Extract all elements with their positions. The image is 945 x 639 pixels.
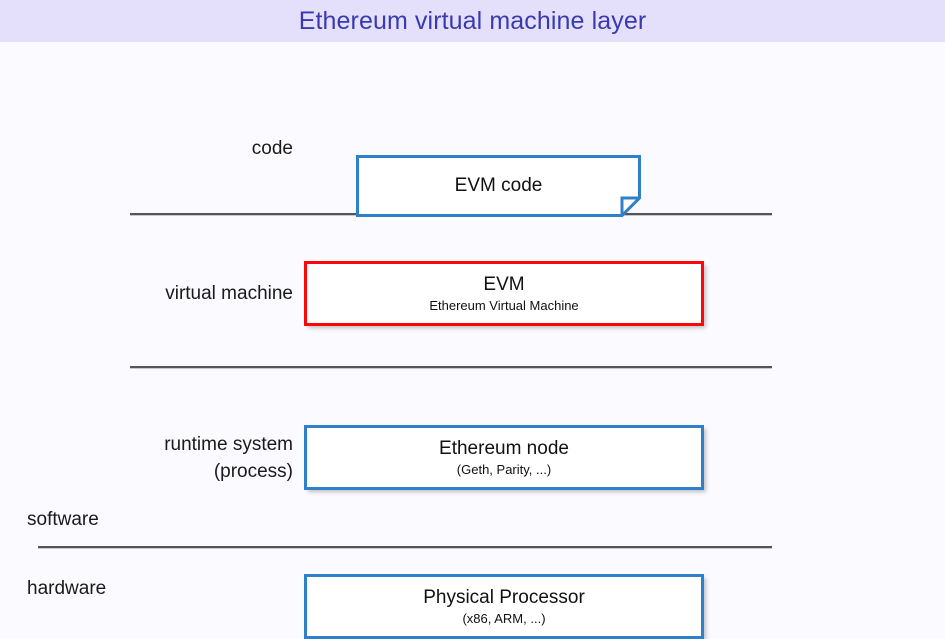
- box-ethereum-node[interactable]: Ethereum node (Geth, Parity, ...): [304, 425, 704, 490]
- note-folded-corner-icon: [356, 155, 641, 217]
- box-ethereum-node-title: Ethereum node: [439, 437, 569, 459]
- row-label-virtual-machine: virtual machine: [165, 283, 293, 304]
- box-evm-title: EVM: [483, 273, 525, 295]
- divider-vm-runtime: [130, 366, 772, 368]
- row-label-hardware: hardware: [27, 578, 107, 599]
- slide-header: Ethereum virtual machine layer: [0, 0, 945, 42]
- box-ethereum-node-subtitle: (Geth, Parity, ...): [456, 461, 552, 477]
- box-evm[interactable]: EVM Ethereum Virtual Machine: [304, 261, 704, 326]
- row-label-runtime-process: (process): [213, 461, 293, 482]
- box-physical-processor-title: Physical Processor: [423, 586, 585, 608]
- box-evm-code-title: EVM code: [454, 175, 543, 196]
- box-physical-processor-subtitle: (x86, ARM, ...): [462, 610, 546, 626]
- page-title: Ethereum virtual machine layer: [298, 6, 647, 35]
- diagram-canvas: code virtual machine runtime system (pro…: [0, 42, 945, 639]
- row-label-software: software: [27, 509, 99, 530]
- row-label-runtime-system: runtime system: [164, 434, 293, 455]
- divider-software-hardware: [38, 546, 772, 548]
- box-evm-code[interactable]: EVM code: [356, 155, 641, 217]
- box-evm-subtitle: Ethereum Virtual Machine: [429, 297, 579, 313]
- row-label-code: code: [251, 138, 293, 159]
- box-physical-processor[interactable]: Physical Processor (x86, ARM, ...): [304, 574, 704, 639]
